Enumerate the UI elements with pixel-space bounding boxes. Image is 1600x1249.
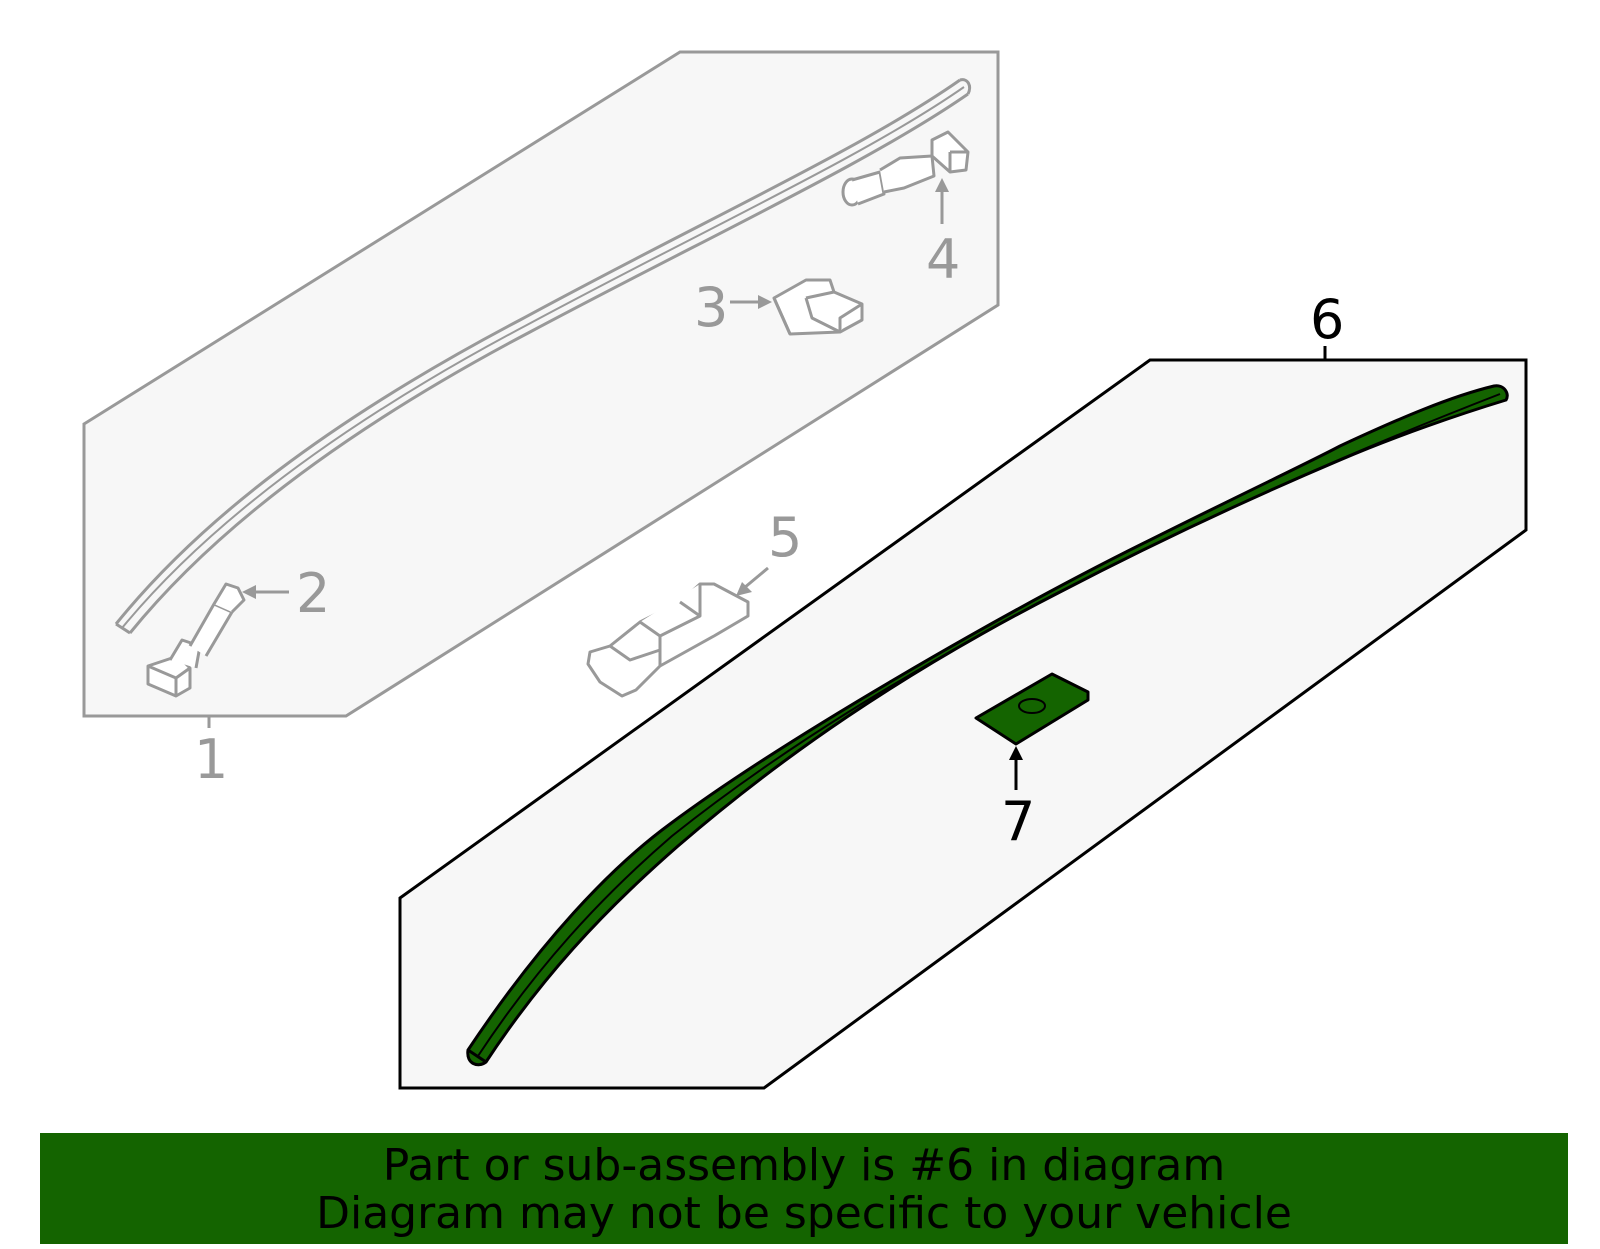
panel-1-outline bbox=[82, 50, 1000, 718]
arrow-3 bbox=[730, 295, 772, 309]
banner-line-1: Part or sub-assembly is #6 in diagram bbox=[382, 1140, 1226, 1191]
callout-6: 6 bbox=[1310, 288, 1344, 351]
callout-7: 7 bbox=[1001, 790, 1035, 853]
notice-banner: Part or sub-assembly is #6 in diagram Di… bbox=[40, 1133, 1568, 1244]
pad-part-7 bbox=[974, 672, 1090, 746]
roof-molding-grey bbox=[114, 78, 972, 635]
roof-molding-highlighted bbox=[466, 384, 1509, 1067]
clip-part-2 bbox=[146, 582, 246, 698]
arrow-4 bbox=[935, 178, 949, 224]
bracket-part-5 bbox=[586, 582, 750, 698]
callout-2: 2 bbox=[296, 562, 330, 625]
clip-part-4 bbox=[841, 130, 970, 207]
assembly-panel-1: 2 3 4 1 bbox=[82, 50, 1000, 791]
banner-line-2: Diagram may not be specific to your vehi… bbox=[316, 1188, 1292, 1239]
arrow-5 bbox=[736, 566, 769, 596]
clip-part-3 bbox=[772, 278, 864, 336]
assembly-panel-6: 6 7 bbox=[398, 288, 1528, 1090]
callout-5: 5 bbox=[768, 506, 802, 569]
callout-1: 1 bbox=[194, 728, 228, 791]
panel-6-outline bbox=[398, 358, 1528, 1090]
callout-3: 3 bbox=[694, 276, 728, 339]
arrow-2 bbox=[242, 585, 289, 599]
arrow-7 bbox=[1009, 746, 1023, 790]
callout-4: 4 bbox=[926, 228, 960, 291]
